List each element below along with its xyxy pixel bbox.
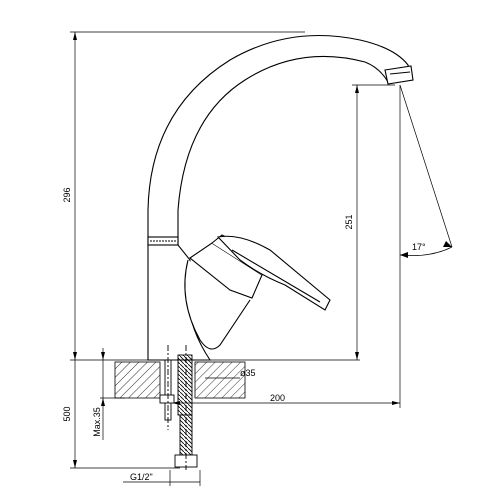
- dim-thread: G1/2": [130, 472, 153, 482]
- dim-hose-length: 500: [62, 406, 72, 421]
- countertop-section: [114, 361, 246, 399]
- dim-spout-reach: 200: [270, 393, 285, 403]
- faucet-body: [147, 35, 414, 361]
- dim-spout-height: 251: [344, 214, 354, 229]
- dim-spout-angle: 17°: [412, 242, 426, 252]
- fixing-assembly: [159, 345, 198, 470]
- dimension-lines: [70, 31, 453, 486]
- dim-hole-diameter: ø35: [240, 368, 256, 378]
- dim-max-counter: Max.35: [92, 407, 102, 437]
- dim-overall-height: 296: [62, 187, 72, 202]
